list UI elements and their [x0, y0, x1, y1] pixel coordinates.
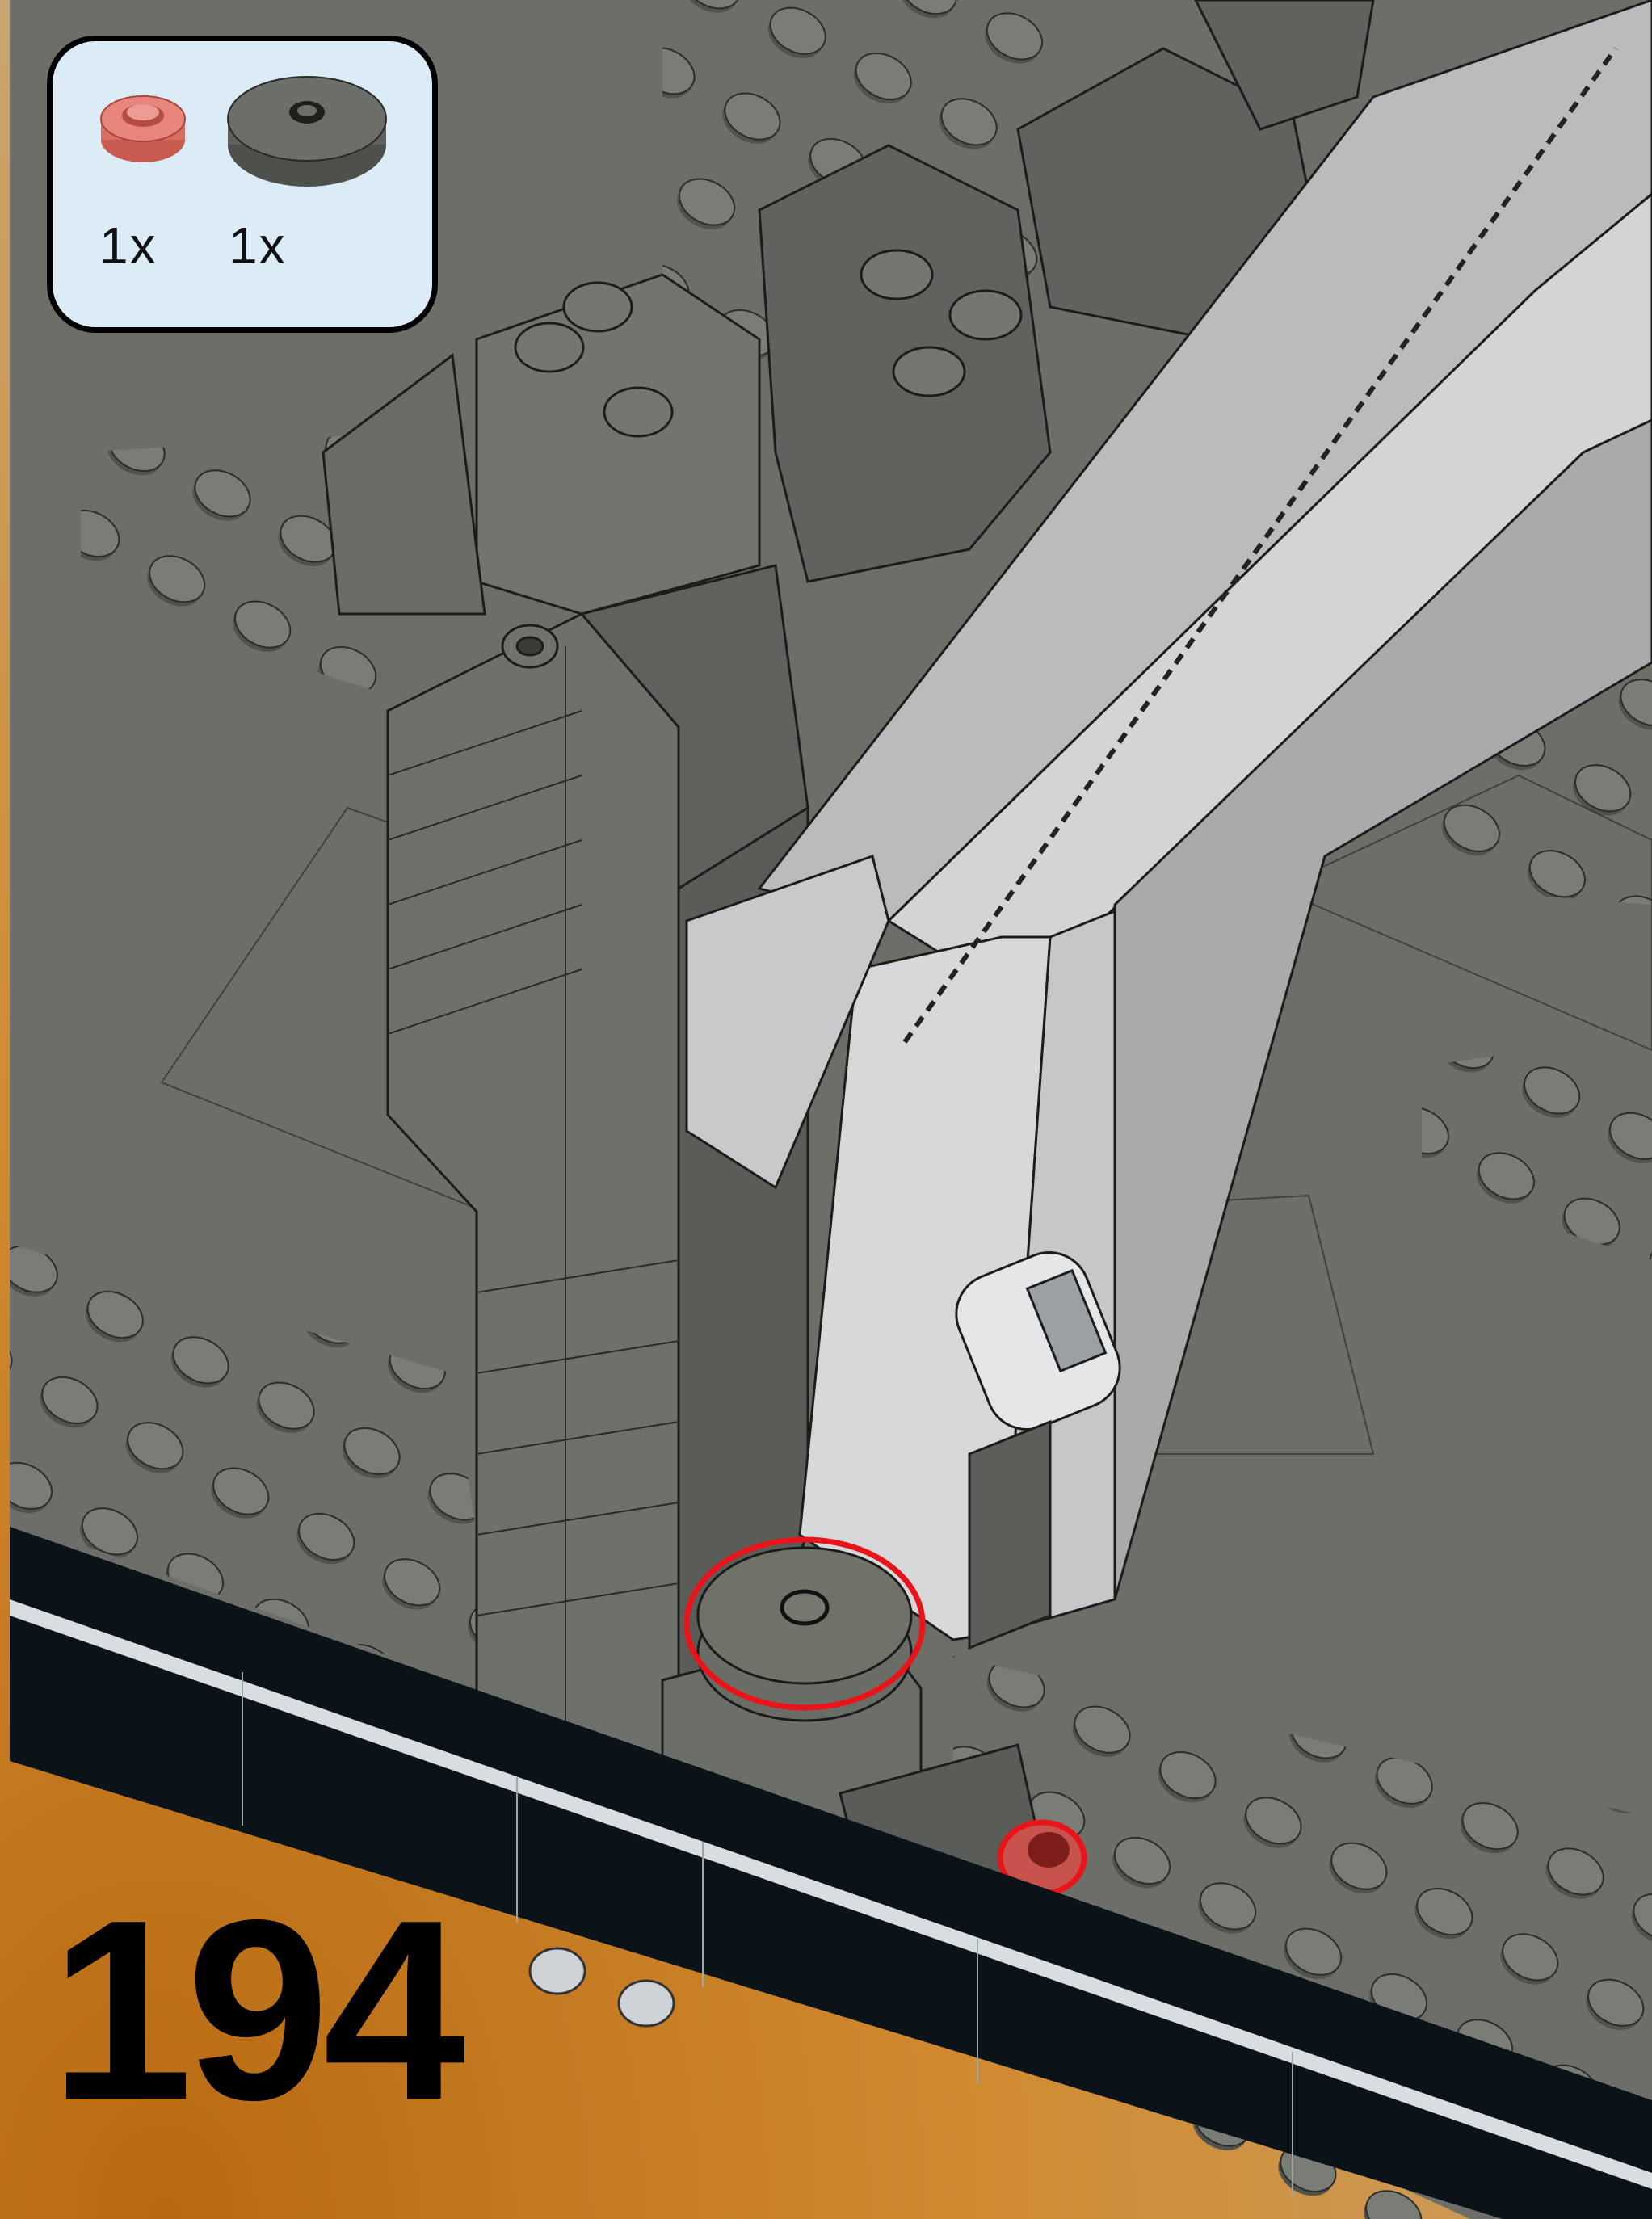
- round-plate-icon: [95, 70, 191, 167]
- round-tile-icon: [222, 70, 392, 191]
- part-quantity: 1x: [229, 216, 287, 275]
- new-round-tile: [687, 1540, 923, 1721]
- parts-callout: 1x 1x: [47, 36, 438, 333]
- step-number: 194: [50, 1882, 460, 2139]
- part-quantity: 1x: [99, 216, 158, 275]
- part-round-plate-1x1: [95, 70, 191, 167]
- part-round-tile-2x2: [222, 70, 392, 191]
